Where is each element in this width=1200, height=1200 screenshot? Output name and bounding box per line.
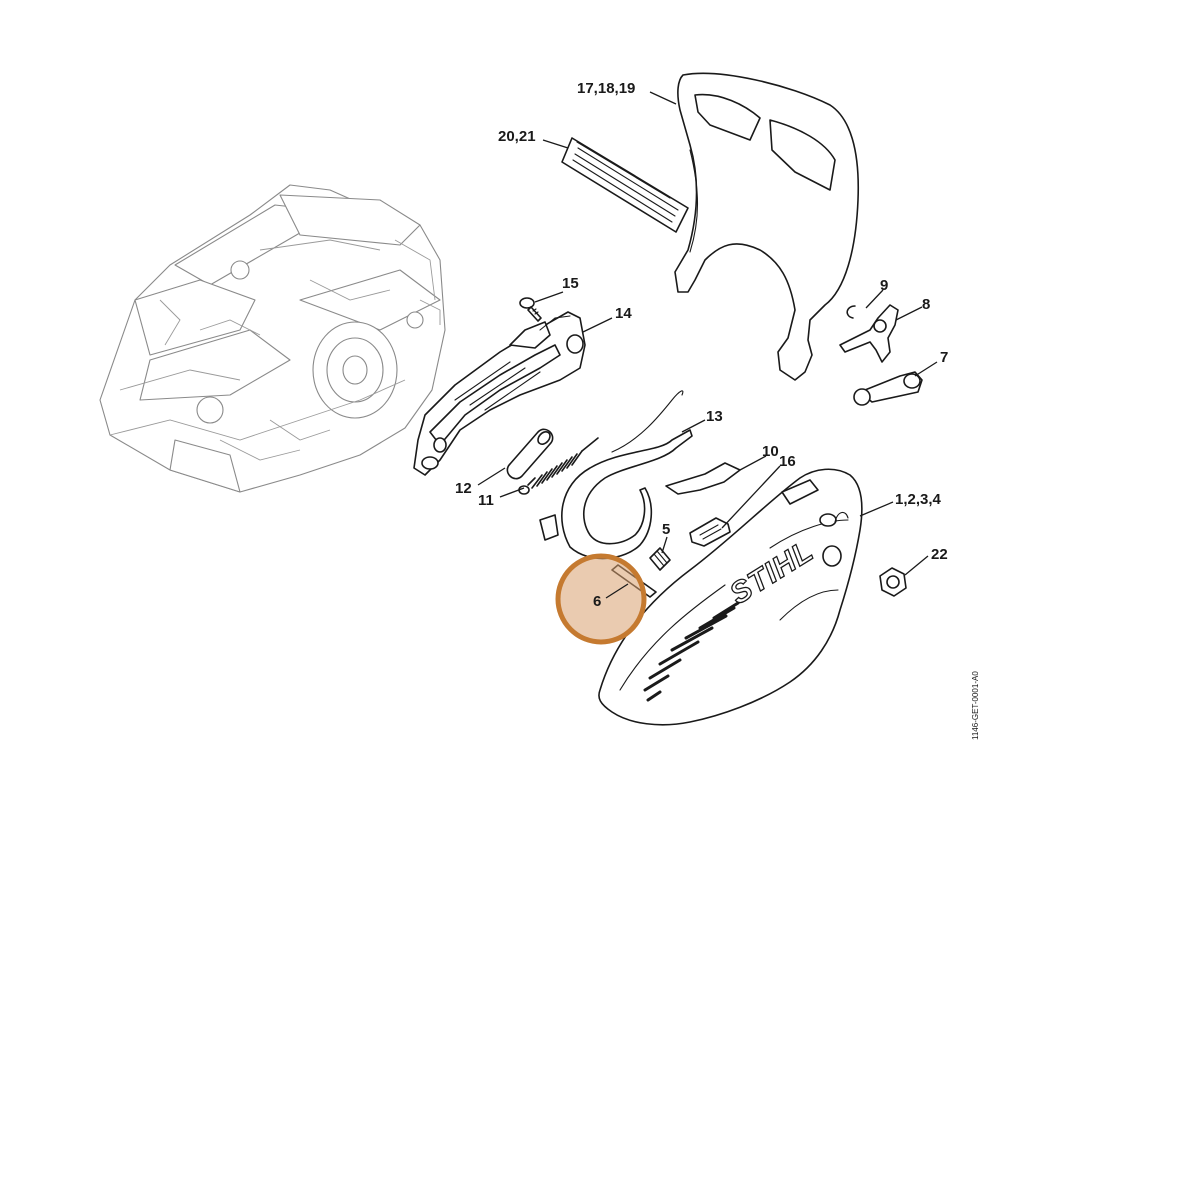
hand-guard	[674, 72, 860, 381]
callout-15: 15	[562, 275, 579, 292]
callout-10: 10	[762, 443, 779, 460]
part-10	[665, 462, 741, 495]
part-16	[689, 517, 731, 547]
callout-16: 16	[779, 453, 796, 470]
screw-15	[519, 297, 542, 322]
linkage-parts-8-9	[839, 304, 899, 363]
sprocket-cover: STIHL	[598, 468, 863, 726]
callout-14: 14	[615, 305, 632, 322]
callout-5: 5	[662, 521, 670, 538]
callout-8: 8	[922, 296, 930, 313]
chain-brake-lever	[413, 311, 586, 476]
callout-20-21: 20,21	[498, 128, 536, 145]
brake-band	[539, 390, 693, 560]
sleeve-12	[506, 428, 554, 480]
engine-housing-ghost	[99, 184, 446, 493]
callout-7: 7	[940, 349, 948, 366]
highlight-circle	[555, 553, 647, 645]
callout-labels: 17,18,19 20,21 15 14 9 8 7 13 12 11 10 1…	[455, 80, 948, 610]
warning-label	[561, 137, 689, 233]
pin-5	[649, 547, 671, 571]
leader-lines	[477, 91, 938, 599]
callout-17-18-19: 17,18,19	[577, 80, 635, 97]
spring-11	[518, 437, 599, 495]
callout-12: 12	[455, 480, 472, 497]
callout-11: 11	[478, 492, 494, 509]
document-id: 1146-GET-0001-A0	[971, 671, 980, 740]
callout-9: 9	[880, 277, 888, 294]
nut-22	[879, 567, 907, 597]
callout-22: 22	[931, 546, 948, 563]
callout-6: 6	[593, 593, 601, 610]
callout-13: 13	[706, 408, 723, 425]
pivot-part-7	[853, 371, 923, 406]
callout-1-2-3-4: 1,2,3,4	[895, 491, 942, 508]
